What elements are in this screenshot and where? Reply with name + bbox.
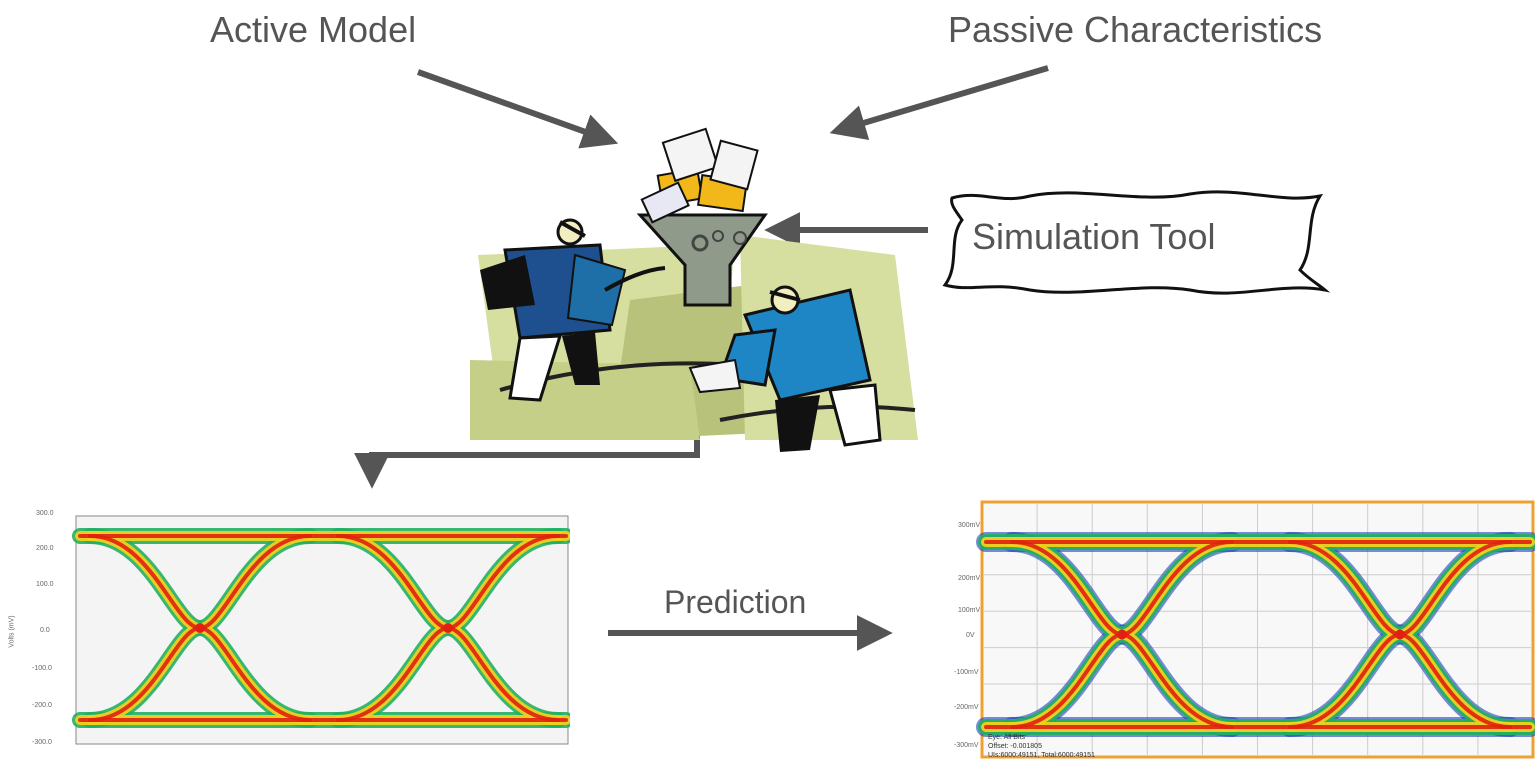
active-model-label: Active Model bbox=[210, 9, 417, 50]
eye-right-ytick-1: 200mV bbox=[958, 575, 981, 582]
eye-left-ytick-6: -300.0 bbox=[32, 739, 52, 746]
eye-diagram-predicted: 300mV 200mV 100mV 0V -100mV -200mV -300m… bbox=[930, 492, 1535, 762]
figure-right-icon bbox=[688, 285, 882, 452]
eye-left-ytick-0: 300.0 bbox=[36, 510, 54, 517]
eye-right-ytick-0: 300mV bbox=[958, 522, 981, 529]
eye-right-ytick-4: -100mV bbox=[954, 669, 979, 676]
eye-left-ytick-4: -100.0 bbox=[32, 665, 52, 672]
scroll-frame bbox=[942, 190, 1331, 295]
simulation-tool-label: Simulation Tool bbox=[972, 216, 1216, 257]
eye-right-ytick-6: -300mV bbox=[954, 742, 979, 749]
prediction-label: Prediction bbox=[664, 584, 807, 620]
eye-right-note-2: UIs:6000:49151, Total:6000:49151 bbox=[988, 752, 1095, 759]
arrow-passive-characteristics bbox=[829, 65, 1049, 141]
eye-left-ytick-3: 0.0 bbox=[40, 627, 50, 634]
eye-diagram-measured: 300.0 200.0 100.0 0.0 -100.0 -200.0 -300… bbox=[8, 508, 574, 751]
eye-left-ytick-2: 100.0 bbox=[36, 581, 54, 588]
eye-right-svg bbox=[930, 492, 1535, 762]
eye-right-ytick-2: 100mV bbox=[958, 607, 981, 614]
eye-right-note-1: Offset: -0.001805 bbox=[988, 743, 1042, 750]
eye-right-ytick-3: 0V bbox=[966, 632, 975, 639]
figure-left-icon bbox=[480, 218, 666, 402]
eye-left-ytick-1: 200.0 bbox=[36, 545, 54, 552]
eye-left-yaxis-label: Volts (mV) bbox=[8, 615, 16, 648]
eye-left-ytick-5: -200.0 bbox=[32, 702, 52, 709]
eye-right-ytick-5: -200mV bbox=[954, 704, 979, 711]
passive-characteristics-label: Passive Characteristics bbox=[948, 9, 1323, 50]
eye-left-svg bbox=[8, 508, 574, 751]
arrow-active-model bbox=[416, 69, 619, 149]
eye-right-note-0: Eye: All Bits bbox=[988, 734, 1025, 741]
